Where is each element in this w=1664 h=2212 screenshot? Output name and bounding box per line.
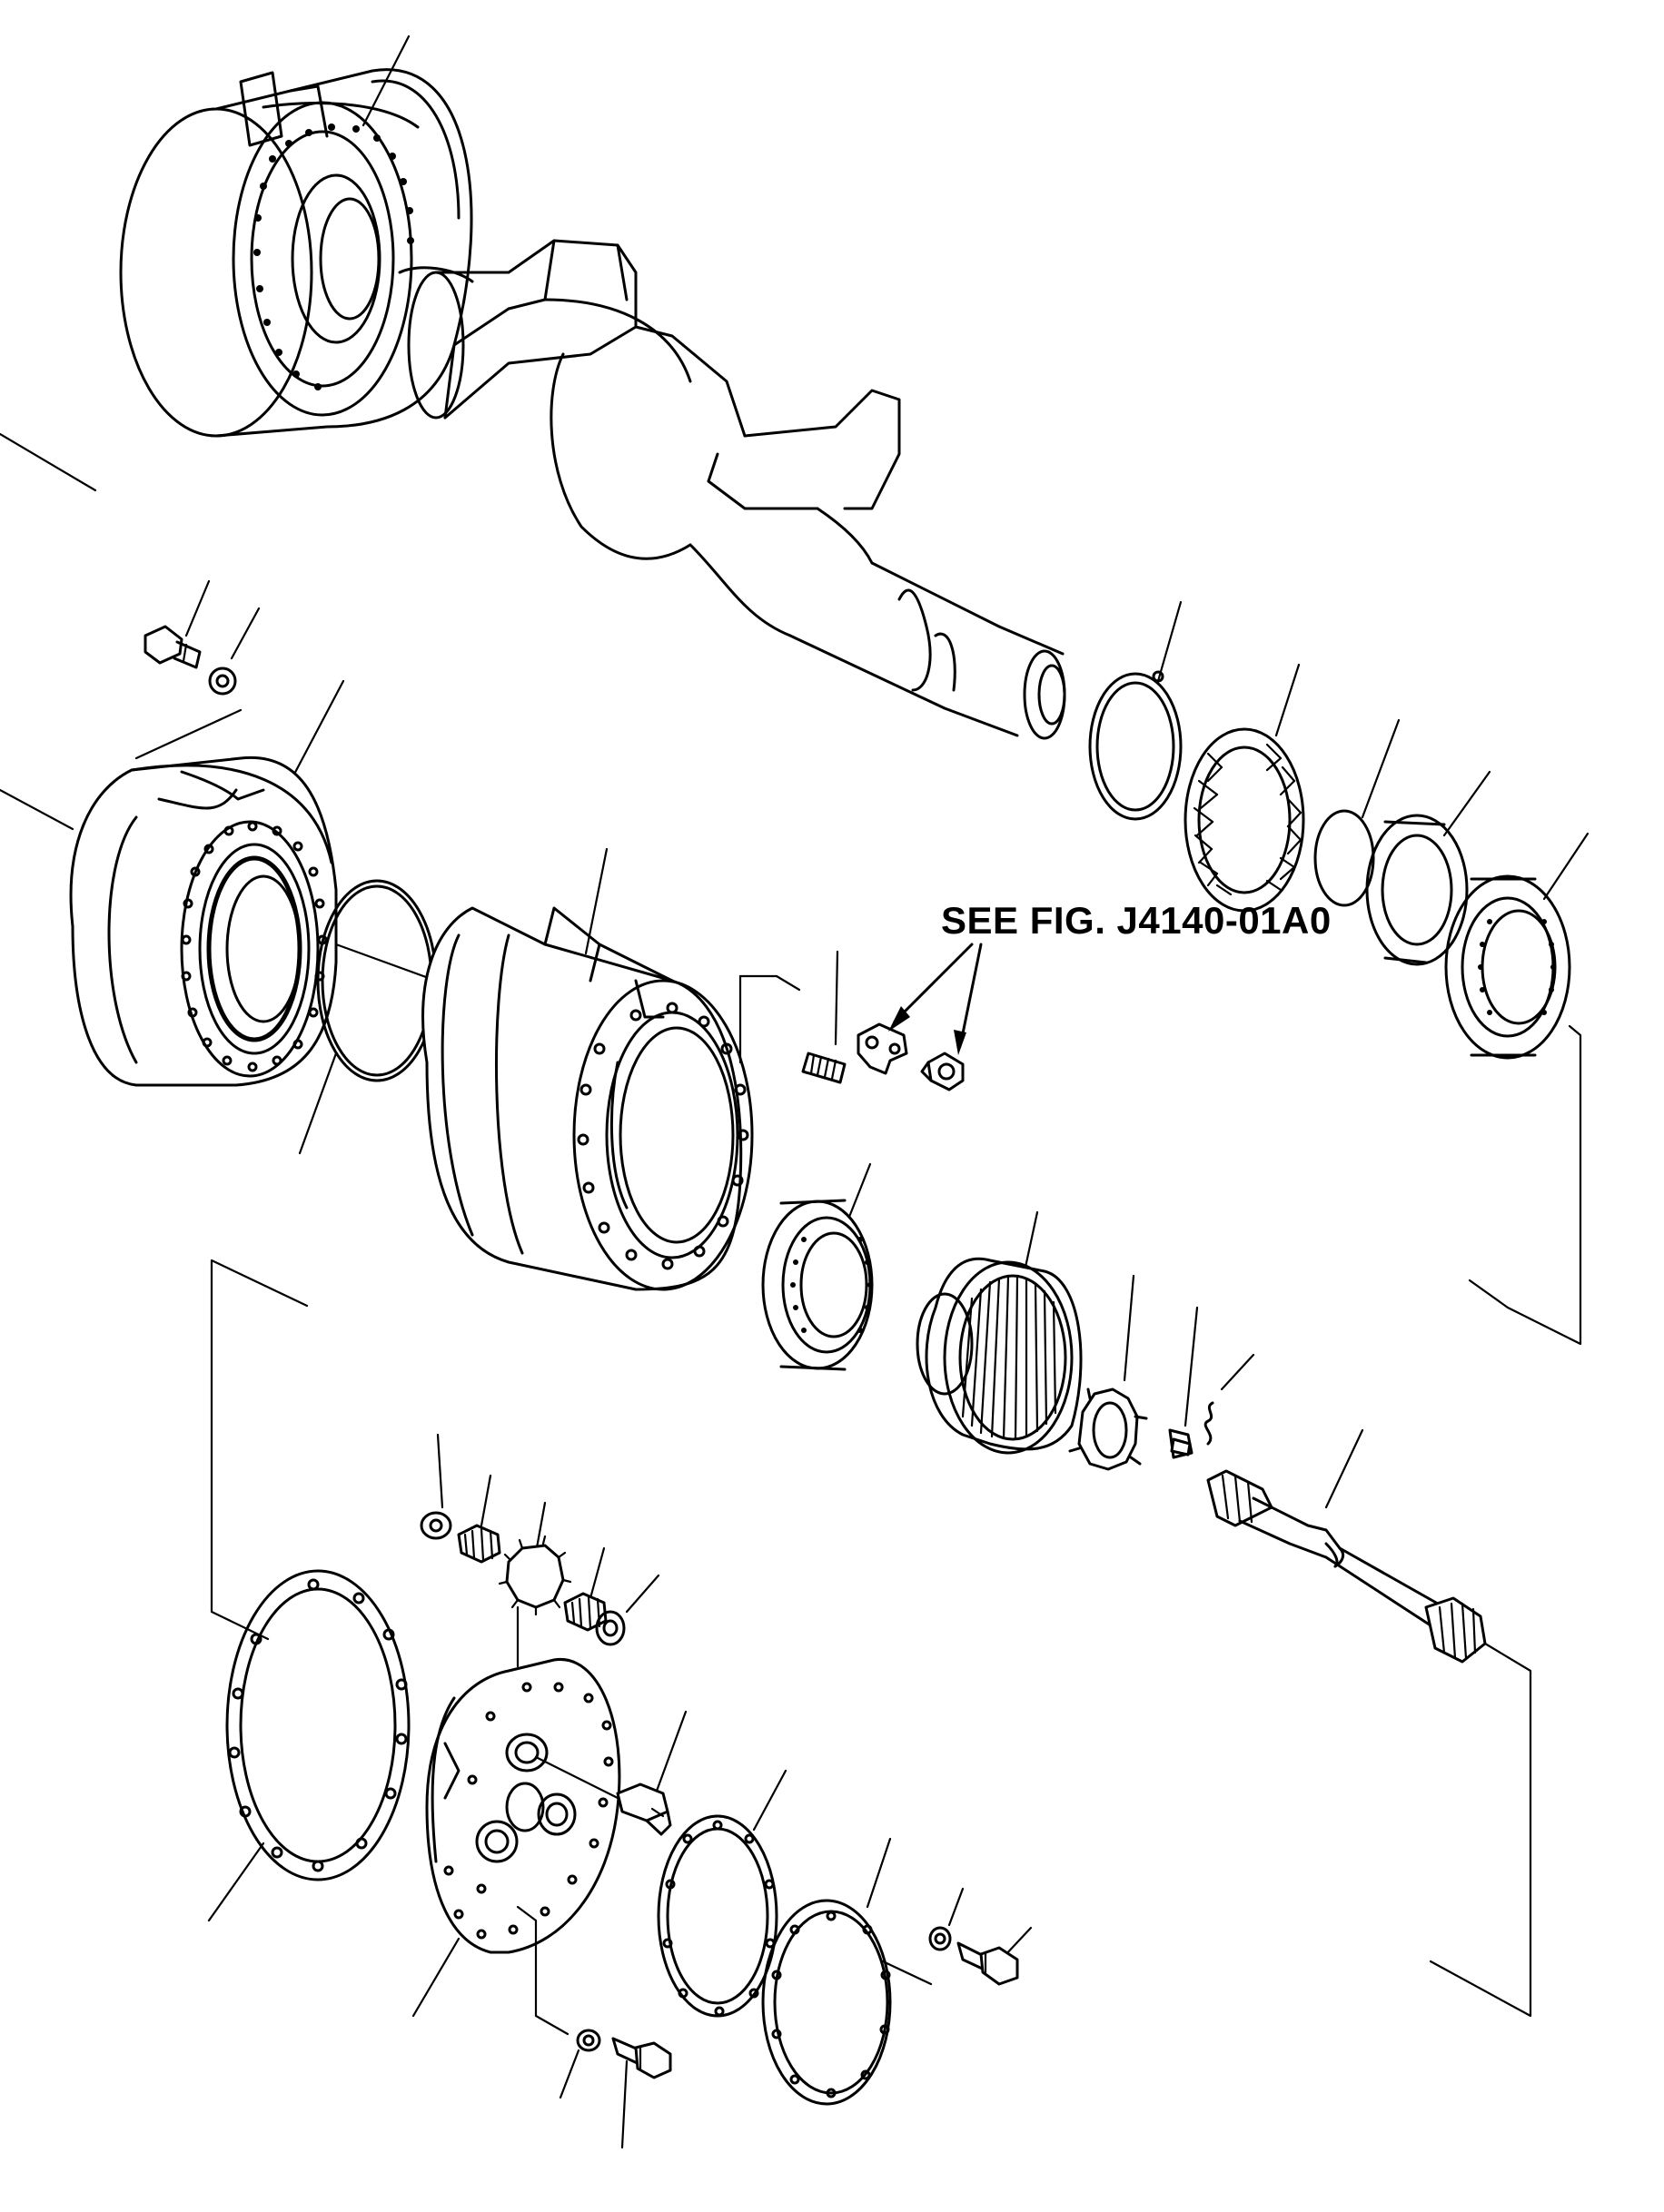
needle-bearing-b — [563, 1546, 608, 1632]
pin — [1203, 1353, 1255, 1446]
leader-bracket-right-lower — [1429, 1642, 1532, 2018]
needle-bearing-a — [457, 1474, 501, 1564]
reference-arrows — [888, 943, 983, 1055]
gasket-cover — [657, 1769, 787, 2018]
brake-housing — [69, 679, 345, 1087]
roller-bearing-outer — [1444, 832, 1590, 1060]
bearing-inner-rollers — [790, 1237, 873, 1333]
o-ring-small — [1313, 718, 1401, 907]
bolt-cover — [956, 1926, 1033, 1986]
ring-gear — [916, 1210, 1083, 1455]
gasket-cover-holes — [662, 1820, 776, 2017]
leader-bracket-left — [0, 788, 74, 831]
cover — [761, 1837, 933, 2106]
nut — [920, 1052, 965, 1091]
leader-bracket-carrier — [516, 1905, 570, 2036]
washer-carrier — [559, 2029, 601, 2099]
reference-note: SEE FIG. J4140-01A0 — [941, 899, 1332, 942]
leader-brake-housing — [134, 708, 243, 760]
carrier — [411, 1658, 621, 2018]
bolt-upper — [144, 579, 211, 669]
snap-ring — [1088, 600, 1183, 821]
washer-small-a — [420, 1433, 452, 1540]
stud — [801, 950, 847, 1084]
leader-bracket-left-lower — [210, 1259, 309, 1641]
set-bolt — [1168, 1306, 1199, 1459]
axle-housing — [398, 239, 1066, 740]
lock-plate — [857, 1022, 908, 1075]
brake-housing-top — [119, 35, 473, 438]
drive-shaft — [1206, 1428, 1487, 1664]
leader-bracket-top-left — [0, 432, 97, 492]
bolt-hole-ring — [253, 123, 414, 390]
leader-bracket-stud — [738, 974, 801, 992]
shaft — [534, 1710, 688, 1836]
bolt-carrier — [611, 2037, 672, 2149]
washer-cover — [928, 1887, 965, 1951]
cover-holes — [771, 1911, 891, 2098]
brake-bolt-holes — [181, 821, 328, 1072]
planet-gear — [498, 1501, 572, 1668]
lock-nut — [1068, 1274, 1148, 1471]
washer-small-b — [595, 1574, 660, 1646]
hub-bolt-holes — [577, 1002, 749, 1270]
retainer-ring — [1365, 770, 1491, 966]
bearing-inner — [761, 1162, 874, 1371]
carrier-holes — [443, 1682, 614, 1940]
gasket-large-holes — [228, 1578, 408, 1872]
wheel-hub — [421, 847, 754, 1291]
oil-seal — [1184, 663, 1305, 913]
washer-upper — [208, 607, 261, 696]
bearing-rollers — [1478, 919, 1556, 1015]
leader-bracket-right-upper — [1468, 1024, 1582, 1346]
gasket-large — [207, 1569, 411, 1922]
